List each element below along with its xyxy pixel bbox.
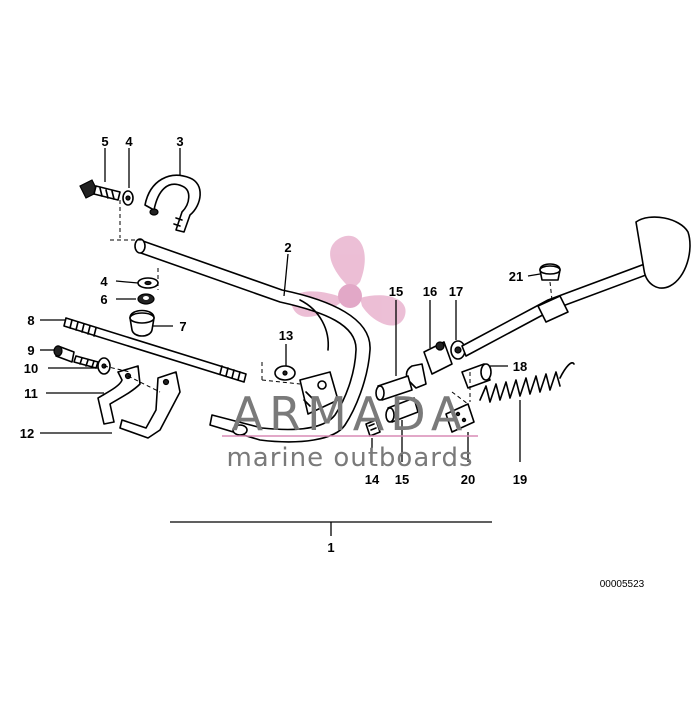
- label-part-12: 12: [20, 426, 34, 441]
- label-part-18: 18: [513, 359, 527, 374]
- label-part-8: 8: [27, 313, 34, 328]
- label-part-4-upper: 4: [125, 134, 133, 149]
- cap-nut-part-7: [129, 309, 155, 337]
- label-part-5: 5: [101, 134, 108, 149]
- threaded-rod-part-8: [63, 317, 247, 383]
- catalog-number: 00005523: [600, 579, 645, 590]
- washer-part-4-lower: [137, 277, 159, 289]
- pin-part-15-lower: [385, 397, 419, 423]
- sleeve-part-9: [53, 345, 75, 363]
- bolt-part-5: [79, 179, 121, 201]
- label-part-10: 10: [24, 361, 38, 376]
- pin-part-15-upper: [375, 375, 413, 401]
- watermark-text: ARMADA marine outboards: [222, 387, 478, 473]
- bush-part-18: [461, 363, 492, 389]
- washer-part-4-upper: [122, 190, 134, 206]
- main-stand-tube: [134, 238, 427, 443]
- label-part-6: 6: [100, 292, 107, 307]
- plug-part-21: [539, 263, 561, 281]
- part-labels: 5 4 3 2 4 6 7 8 9 10 11 12 13 14 15 15 1…: [20, 134, 645, 590]
- washer-part-13: [274, 365, 296, 381]
- label-part-21: 21: [509, 269, 523, 284]
- bolt-part-10: [73, 355, 111, 375]
- bracket-part-11: [97, 365, 141, 425]
- label-part-1: 1: [327, 540, 334, 555]
- setscrew-part-14: [365, 419, 381, 437]
- label-part-4-lower: 4: [100, 274, 108, 289]
- label-part-14: 14: [365, 472, 380, 487]
- spring-part-19: [479, 362, 575, 403]
- kick-lever-arm: [461, 216, 691, 357]
- label-part-3: 3: [176, 134, 183, 149]
- label-part-19: 19: [513, 472, 527, 487]
- watermark-brand: ARMADA: [232, 387, 469, 441]
- label-part-13: 13: [279, 328, 293, 343]
- label-part-9: 9: [27, 343, 34, 358]
- clamp-part-3: [144, 174, 201, 233]
- label-part-20: 20: [461, 472, 475, 487]
- label-part-7: 7: [179, 319, 186, 334]
- label-part-16: 16: [423, 284, 437, 299]
- pivot-part-16: [423, 341, 453, 375]
- label-part-17: 17: [449, 284, 463, 299]
- plate-part-20: [445, 403, 475, 433]
- bracket-part-12: [119, 371, 181, 439]
- ring-part-6: [137, 293, 155, 305]
- watermark-propeller-logo: [291, 235, 406, 326]
- label-part-11: 11: [24, 386, 38, 401]
- watermark-tagline: marine outboards: [226, 443, 473, 473]
- label-part-15-lower: 15: [395, 472, 409, 487]
- leader-lines: [40, 148, 541, 536]
- label-part-2: 2: [284, 240, 291, 255]
- label-part-15-upper: 15: [389, 284, 403, 299]
